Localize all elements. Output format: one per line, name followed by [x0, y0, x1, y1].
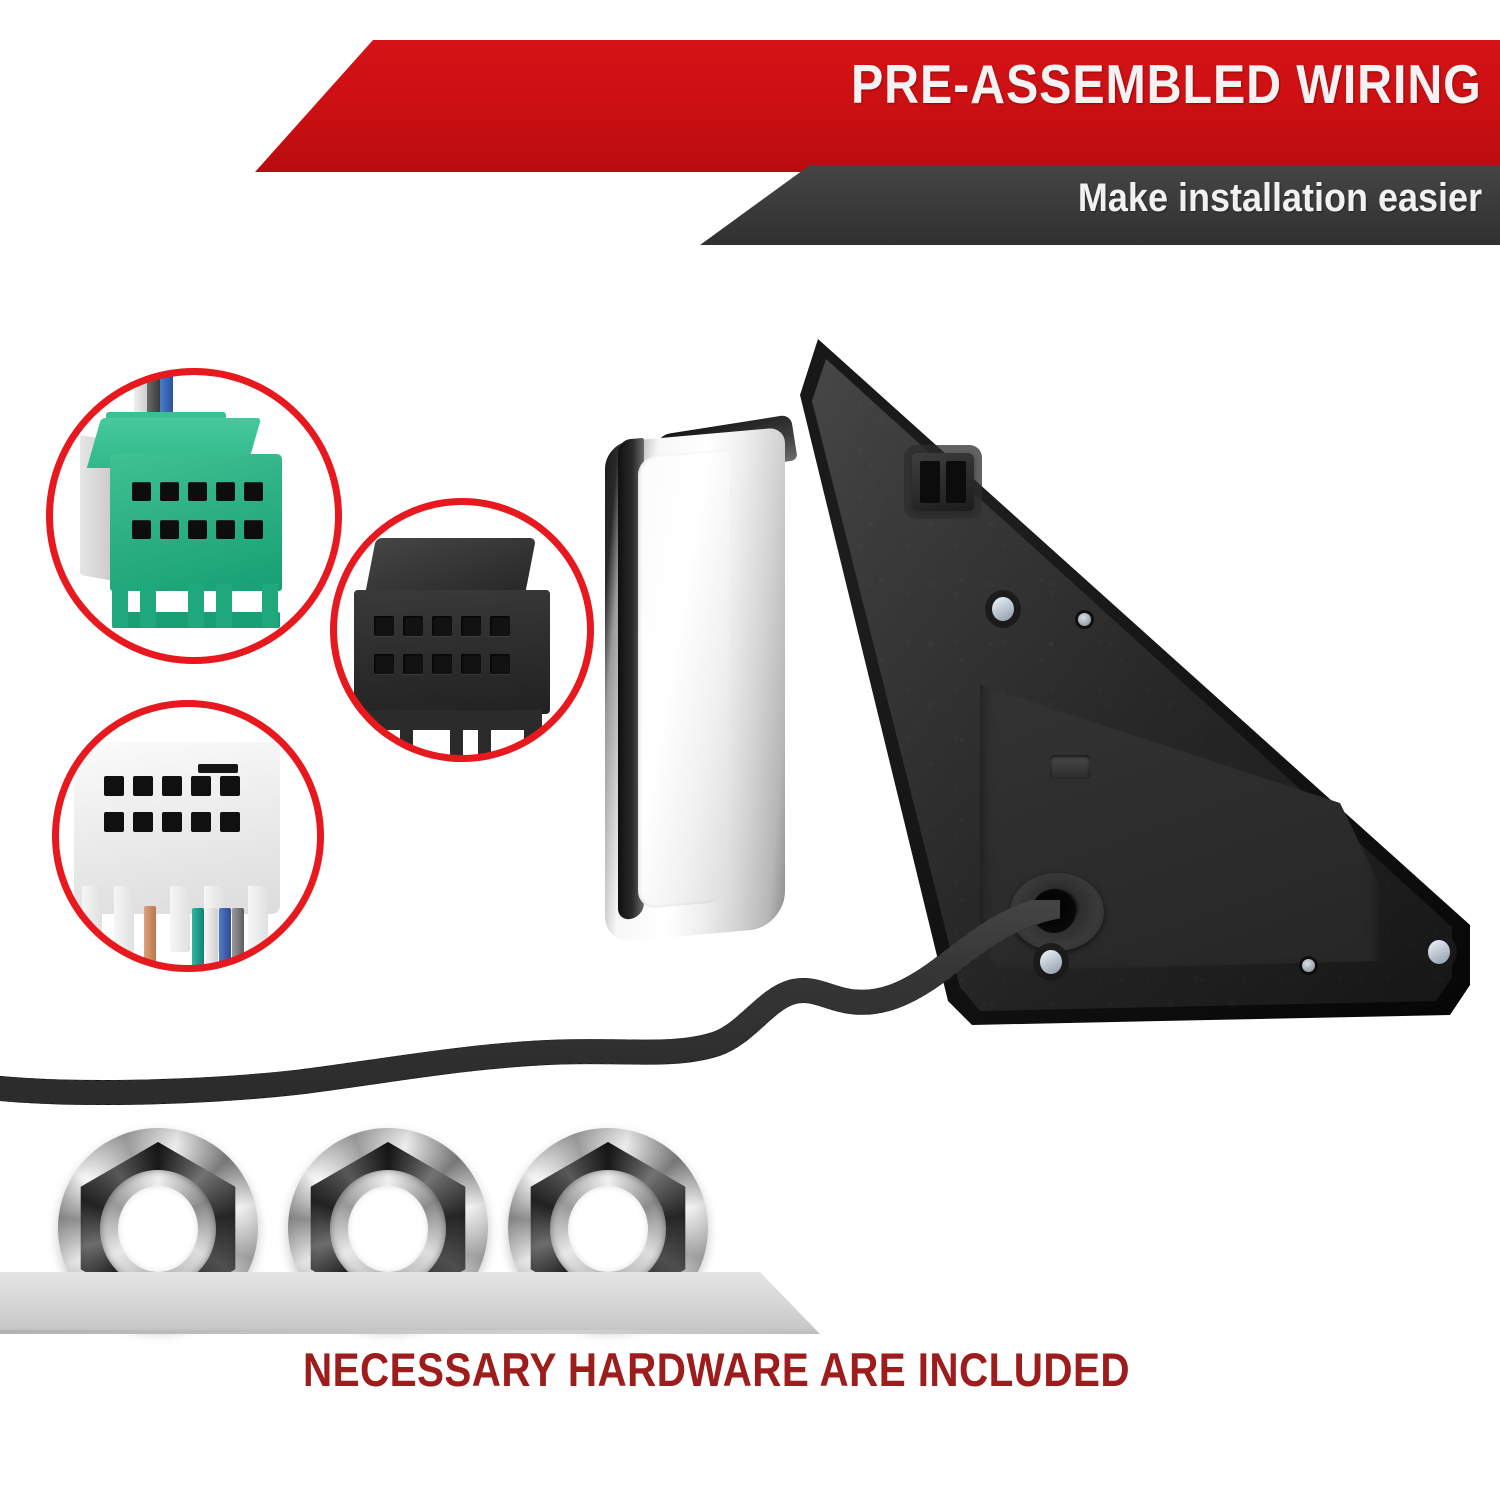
bracket-screw — [992, 597, 1014, 621]
hardware-shelf-edge — [0, 1330, 790, 1334]
flange-nut-bore — [348, 1186, 428, 1272]
callout-green-connector — [46, 368, 342, 664]
flange-nut-bore — [568, 1186, 648, 1272]
bracket-drain-hole — [1302, 959, 1315, 972]
hardware-caption: NECESSARY HARDWARE ARE INCLUDED — [303, 1343, 1131, 1396]
bracket-locating-pin — [1078, 613, 1091, 626]
header-subtitle: Make installation easier — [1077, 176, 1482, 220]
header-banner-group: PRE-ASSEMBLED WIRING Make installation e… — [0, 0, 1500, 270]
callout-black-connector — [330, 498, 594, 762]
bracket-tab-slot — [1050, 755, 1090, 779]
white-connector-highlight-ring — [52, 700, 324, 972]
hardware-shelf — [0, 1272, 820, 1334]
harness-cable-wrap-texture — [0, 900, 1060, 1106]
mirror-mounting-bracket — [680, 325, 1480, 1045]
side-view-mirror-assembly — [600, 325, 1480, 1045]
dark-banner — [700, 165, 1500, 245]
green-connector-highlight-ring — [46, 368, 342, 664]
wiring-harness — [0, 900, 1060, 1106]
flange-nut-bore — [118, 1186, 198, 1272]
bracket-screw — [1428, 940, 1450, 964]
header-title: PRE-ASSEMBLED WIRING — [851, 53, 1482, 115]
black-connector-highlight-ring — [330, 498, 594, 762]
bracket-screw — [1040, 950, 1062, 974]
callout-white-connector — [52, 700, 324, 972]
red-banner — [255, 40, 1500, 172]
bracket-clip-fastener — [912, 453, 974, 511]
